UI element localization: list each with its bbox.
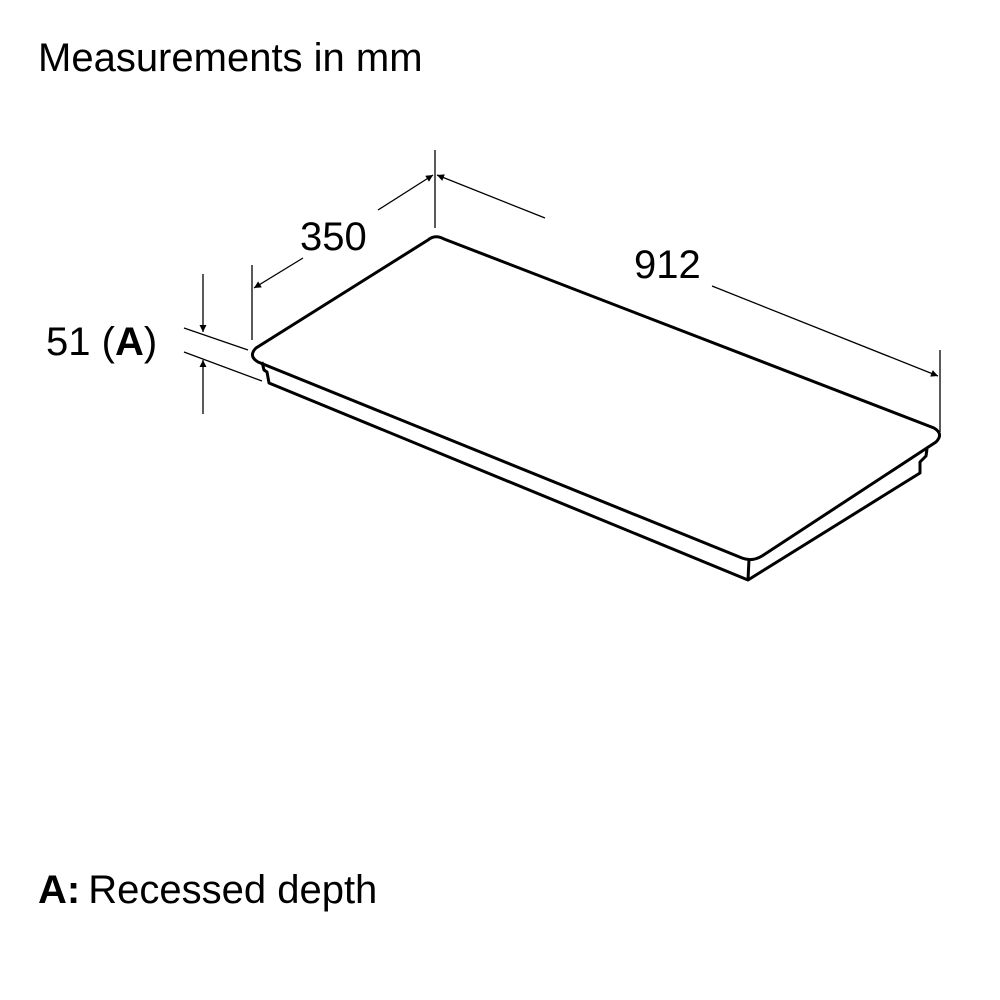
depth-dimension-label: 350 [300, 215, 367, 259]
legend-text: Recessed depth [88, 868, 378, 912]
width-dimension-label: 912 [634, 243, 701, 287]
hob-frame-outline [260, 361, 929, 582]
height-dimension-label: 51 (A) [46, 320, 157, 364]
dimension-lines [199, 174, 939, 414]
page-title: Measurements in mm [38, 36, 423, 80]
hob-front-edge [746, 558, 751, 581]
extension-lines [183, 150, 941, 432]
legend: A:Recessed depth [38, 868, 377, 913]
hob-top-outline [251, 235, 941, 562]
legend-key: A: [38, 868, 81, 912]
